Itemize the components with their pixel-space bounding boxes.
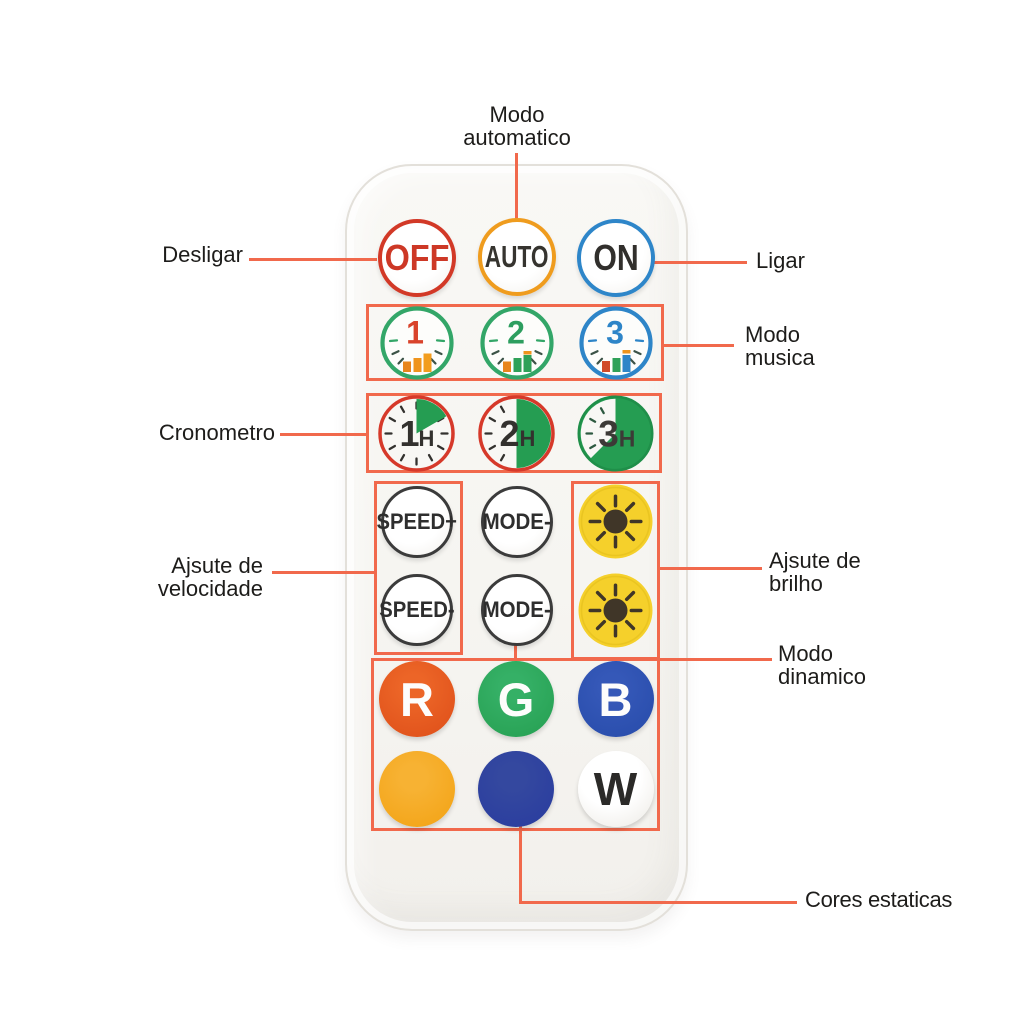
svg-text:3: 3	[606, 314, 624, 350]
svg-text:2: 2	[499, 413, 519, 454]
svg-text:2: 2	[507, 314, 525, 350]
svg-text:3: 3	[598, 413, 619, 454]
svg-text:H: H	[619, 425, 636, 451]
svg-text:1: 1	[399, 413, 419, 454]
svg-text:1: 1	[406, 314, 424, 350]
svg-text:H: H	[419, 426, 435, 451]
svg-text:H: H	[519, 426, 535, 451]
